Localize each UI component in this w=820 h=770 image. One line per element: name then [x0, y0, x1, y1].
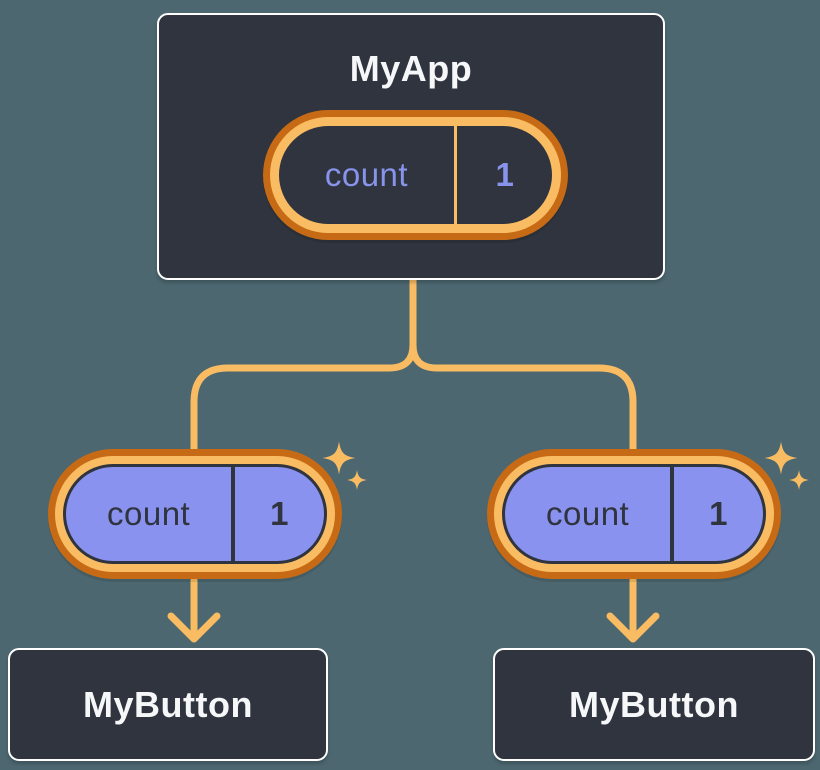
state-pill-root: count 1 [263, 110, 568, 240]
state-pill-divider [670, 467, 674, 561]
component-title: MyButton [569, 683, 739, 725]
state-pill-right-child: count 1 [487, 449, 781, 579]
state-pill-ring: count 1 [55, 456, 335, 572]
state-pill-outline: count 1 [502, 464, 766, 564]
component-title: MyApp [349, 48, 473, 89]
state-value: 1 [270, 495, 289, 532]
component-title: MyButton [83, 683, 253, 725]
state-pill-outline: count 1 [63, 464, 327, 564]
state-pill-body: count 1 [505, 467, 763, 561]
sparkle-icon [322, 441, 356, 475]
state-pill-ring: count 1 [270, 117, 561, 233]
state-pill-left-child: count 1 [48, 449, 342, 579]
sparkle-icon [789, 470, 809, 490]
state-pill-divider [231, 467, 235, 561]
arrow-right-child [606, 576, 660, 643]
connector-root-to-left-child [190, 277, 417, 453]
state-value: 1 [709, 495, 728, 532]
state-name: count [106, 495, 191, 532]
state-value: 1 [495, 156, 514, 193]
sparkle-icon [347, 470, 367, 490]
state-name: count [324, 156, 409, 193]
state-pill-body: count 1 [66, 467, 324, 561]
component-node-mybutton-left: MyButton [8, 648, 328, 761]
state-pill-divider [453, 126, 458, 224]
state-pill-ring: count 1 [494, 456, 774, 572]
state-pill-body: count 1 [279, 126, 552, 224]
sparkle-icon [764, 441, 798, 475]
arrow-left-child [167, 576, 221, 643]
state-name: count [545, 495, 630, 532]
component-node-mybutton-right: MyButton [493, 648, 815, 761]
connector-root-to-right-child [409, 277, 637, 453]
